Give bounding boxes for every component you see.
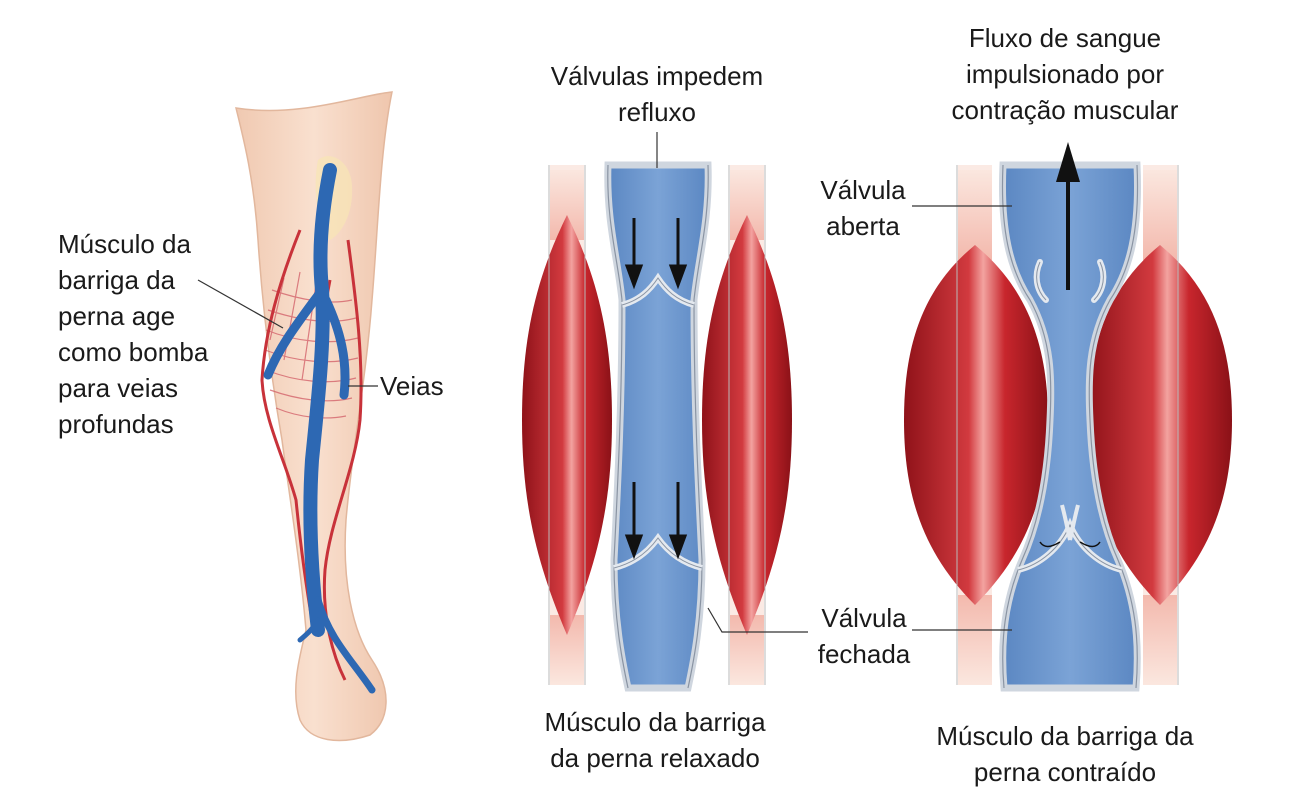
contracted-caption-line: Músculo da barriga da	[936, 721, 1194, 751]
relaxed-vein	[604, 161, 712, 692]
blood-flow-label: Fluxo de sangue impulsionado por contraç…	[920, 20, 1210, 128]
blood-flow-line: impulsionado por	[965, 59, 1164, 89]
calf-muscle-label-line: perna age	[58, 301, 176, 331]
leader-lines	[197, 132, 1012, 633]
contracted-caption: Músculo da barriga da perna contraído	[900, 718, 1230, 790]
contracted-right-muscle	[1088, 165, 1232, 685]
valves-prevent-label: Válvulas impedem refluxo	[512, 58, 802, 130]
veins-label: Veias	[380, 368, 444, 404]
valve-open-line: Válvula	[820, 175, 906, 205]
contracted-vein	[999, 142, 1141, 692]
contracted-panel	[904, 142, 1232, 692]
blood-flow-line: contração muscular	[951, 95, 1179, 125]
valve-closed-line: fechada	[817, 639, 911, 669]
relaxed-right-muscle	[702, 165, 792, 685]
relaxed-caption-line: Músculo da barriga	[544, 707, 766, 737]
leg-deep-veins	[263, 163, 376, 694]
contracted-up-arrow	[1056, 142, 1080, 290]
veins-label-text: Veias	[380, 371, 444, 401]
blood-flow-line: Fluxo de sangue	[968, 23, 1162, 53]
valve-open-line: aberta	[826, 211, 900, 241]
contracted-caption-line: perna contraído	[973, 757, 1157, 787]
calf-muscle-label-line: Músculo da	[58, 229, 191, 259]
relaxed-panel	[522, 161, 792, 692]
relaxed-down-arrows	[624, 218, 688, 560]
valves-prevent-line: Válvulas impedem	[550, 61, 764, 91]
valve-closed-label: Válvula fechada	[806, 600, 922, 672]
calf-muscle-label-line: barriga da	[58, 265, 176, 295]
relaxed-caption-line: da perna relaxado	[550, 743, 760, 773]
valves-prevent-line: refluxo	[617, 97, 697, 127]
calf-muscle-label-line: como bomba	[58, 337, 209, 367]
valve-closed-line: Válvula	[821, 603, 907, 633]
calf-muscle-label-line: para veias	[58, 373, 178, 403]
calf-muscle-label: Músculo da barriga da perna age como bom…	[58, 226, 208, 442]
valve-open-label: Válvula aberta	[808, 172, 918, 244]
relaxed-caption: Músculo da barriga da perna relaxado	[505, 704, 805, 776]
calf-muscle-label-line: profundas	[58, 409, 174, 439]
contracted-left-muscle	[904, 165, 1048, 685]
relaxed-left-muscle	[522, 165, 612, 685]
leg-illustration	[234, 91, 393, 742]
